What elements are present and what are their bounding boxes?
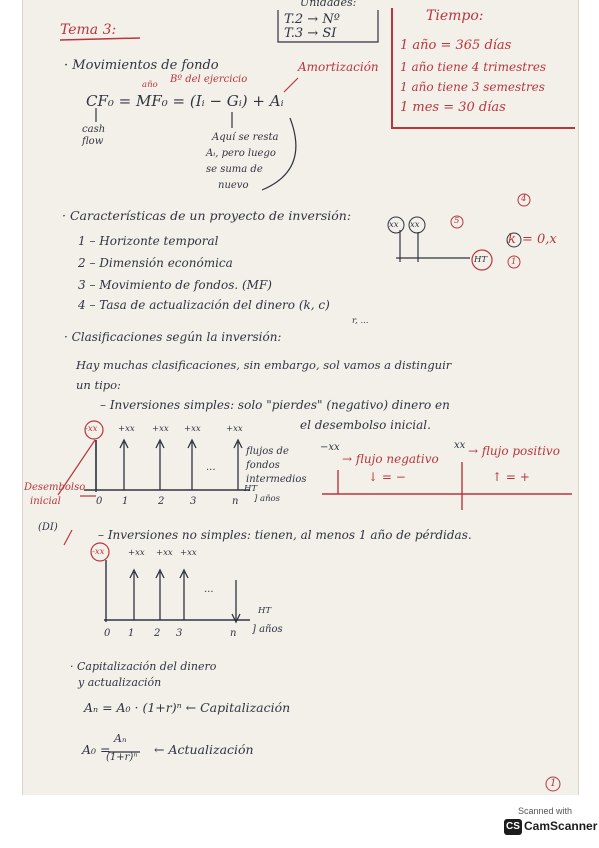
intro-line-2: un tipo: bbox=[76, 378, 121, 392]
item-2: 2 – Dimensión económica bbox=[78, 256, 233, 270]
camscanner-label: CamScanner bbox=[524, 819, 598, 833]
timeline-3: 3 bbox=[190, 496, 197, 507]
timeline-dots: ... bbox=[206, 462, 216, 473]
page-number: 1 bbox=[550, 778, 557, 789]
actualizacion-numerator: Aₙ bbox=[114, 732, 127, 745]
ns-timeline-n: n bbox=[230, 628, 237, 639]
ns-ht-label: HT bbox=[258, 606, 272, 616]
flujos-line-1: flujos de bbox=[246, 446, 289, 457]
units-t3: T.3 → SI bbox=[284, 26, 337, 41]
ns-years-label: ] años bbox=[252, 624, 283, 635]
units-label: Unidades: bbox=[300, 0, 357, 9]
ns-timeline-0: 0 bbox=[104, 628, 111, 639]
camscanner-logo-icon: CS bbox=[504, 819, 522, 835]
circled-one: 1 bbox=[511, 257, 517, 267]
time-line-1: 1 año = 365 días bbox=[400, 38, 512, 53]
r-note: r, ... bbox=[352, 316, 369, 326]
simples-line-1: – Inversiones simples: solo "pierdes" (n… bbox=[100, 398, 450, 412]
scanned-with-label: Scanned with bbox=[517, 806, 573, 816]
movimientos-title: · Movimientos de fondo bbox=[64, 58, 219, 73]
clasificaciones-title: · Clasificaciones según la inversión: bbox=[64, 330, 282, 344]
timeline-1: 1 bbox=[122, 496, 129, 507]
capitalizacion-title-1: · Capitalización del dinero bbox=[70, 660, 217, 673]
ns-timeline-1: 1 bbox=[128, 628, 135, 639]
k-value: = 0,x bbox=[522, 232, 557, 247]
capitalizacion-formula: Aₙ = A₀ · (1+r)ⁿ ← Capitalización bbox=[84, 700, 291, 715]
simples-ht-label: HT bbox=[244, 484, 258, 494]
inicial-label: inicial bbox=[30, 496, 61, 507]
time-line-2: 1 año tiene 4 trimestres bbox=[400, 60, 547, 74]
topic-title: Tema 3: bbox=[60, 22, 117, 38]
note-line-3: se suma de bbox=[206, 164, 263, 175]
cash-flow-formula: CF₀ = MF₀ = (Iᵢ − Gᵢ) + Aᵢ bbox=[86, 92, 284, 110]
note-line-1: Aquí se resta bbox=[212, 132, 279, 143]
di-label: (DI) bbox=[38, 522, 58, 533]
top-label-4: +xx bbox=[184, 424, 201, 434]
flujo-negativo: → flujo negativo bbox=[342, 452, 439, 466]
desembolso-label: Desembolso bbox=[24, 482, 86, 493]
year-label: año bbox=[142, 80, 158, 90]
time-line-3: 1 año tiene 3 semestres bbox=[400, 80, 545, 94]
ns-dots: ... bbox=[204, 584, 214, 595]
pos-flow-label: xx bbox=[454, 440, 466, 451]
capitalizacion-title-2: y actualización bbox=[78, 676, 162, 689]
actualizacion-denominator: (1+r)ⁿ bbox=[106, 752, 138, 763]
ns-top-1: -xx bbox=[92, 547, 105, 557]
flujo-positivo: → flujo positivo bbox=[468, 444, 560, 458]
xx-label-1: xx bbox=[389, 220, 399, 230]
xx-label-2: xx bbox=[410, 220, 420, 230]
timeline-0: 0 bbox=[96, 496, 103, 507]
item-1: 1 – Horizonte temporal bbox=[78, 234, 219, 248]
ns-top-2: +xx bbox=[128, 548, 145, 558]
flow-label: flow bbox=[82, 136, 104, 147]
top-label-3: +xx bbox=[152, 424, 169, 434]
item-3: 3 – Movimiento de fondos. (MF) bbox=[78, 278, 272, 292]
flujos-line-3: intermedios bbox=[246, 474, 307, 485]
flujos-line-2: fondos bbox=[246, 460, 280, 471]
ht-label: HT bbox=[474, 255, 488, 265]
units-t2: T.2 → Nº bbox=[284, 12, 340, 27]
amortizacion-label: Amortización bbox=[298, 60, 379, 74]
neg-flow-label: −xx bbox=[320, 442, 340, 453]
actualizacion-rhs: ← Actualización bbox=[154, 742, 254, 757]
benefit-label: Bº del ejercicio bbox=[170, 74, 248, 85]
ns-top-3: +xx bbox=[156, 548, 173, 558]
actualizacion-lhs: A₀ = bbox=[82, 742, 111, 757]
k-letter: k bbox=[508, 232, 516, 247]
ns-top-4: +xx bbox=[180, 548, 197, 558]
notebook-page bbox=[22, 0, 579, 795]
caracteristicas-title: · Características de un proyecto de inve… bbox=[62, 208, 352, 223]
circled-five: 5 bbox=[454, 216, 460, 226]
no-simples-line: – Inversiones no simples: tienen, al men… bbox=[98, 528, 472, 542]
top-label-1: -xx bbox=[85, 424, 98, 434]
note-line-4: nuevo bbox=[218, 180, 249, 191]
circled-four: 4 bbox=[521, 194, 527, 204]
top-label-2: +xx bbox=[118, 424, 135, 434]
note-line-2: Aᵢ, pero luego bbox=[206, 148, 276, 159]
time-line-4: 1 mes = 30 días bbox=[400, 100, 506, 115]
cash-label: cash bbox=[82, 124, 106, 135]
minus-sign: ↓ = − bbox=[368, 470, 406, 484]
top-label-5: +xx bbox=[226, 424, 243, 434]
timeline-2: 2 bbox=[158, 496, 165, 507]
simples-years-label: ] años bbox=[254, 494, 281, 504]
timeline-n: n bbox=[232, 496, 239, 507]
ns-timeline-3: 3 bbox=[176, 628, 183, 639]
ns-timeline-2: 2 bbox=[154, 628, 161, 639]
simples-line-2: el desembolso inicial. bbox=[300, 418, 431, 432]
plus-sign: ↑ = + bbox=[492, 470, 530, 484]
time-title: Tiempo: bbox=[426, 8, 484, 24]
scanner-watermark: Scanned with CS CamScanner bbox=[500, 806, 597, 838]
intro-line-1: Hay muchas clasificaciones, sin embargo,… bbox=[76, 358, 452, 372]
item-4: 4 – Tasa de actualización del dinero (k,… bbox=[78, 298, 330, 312]
